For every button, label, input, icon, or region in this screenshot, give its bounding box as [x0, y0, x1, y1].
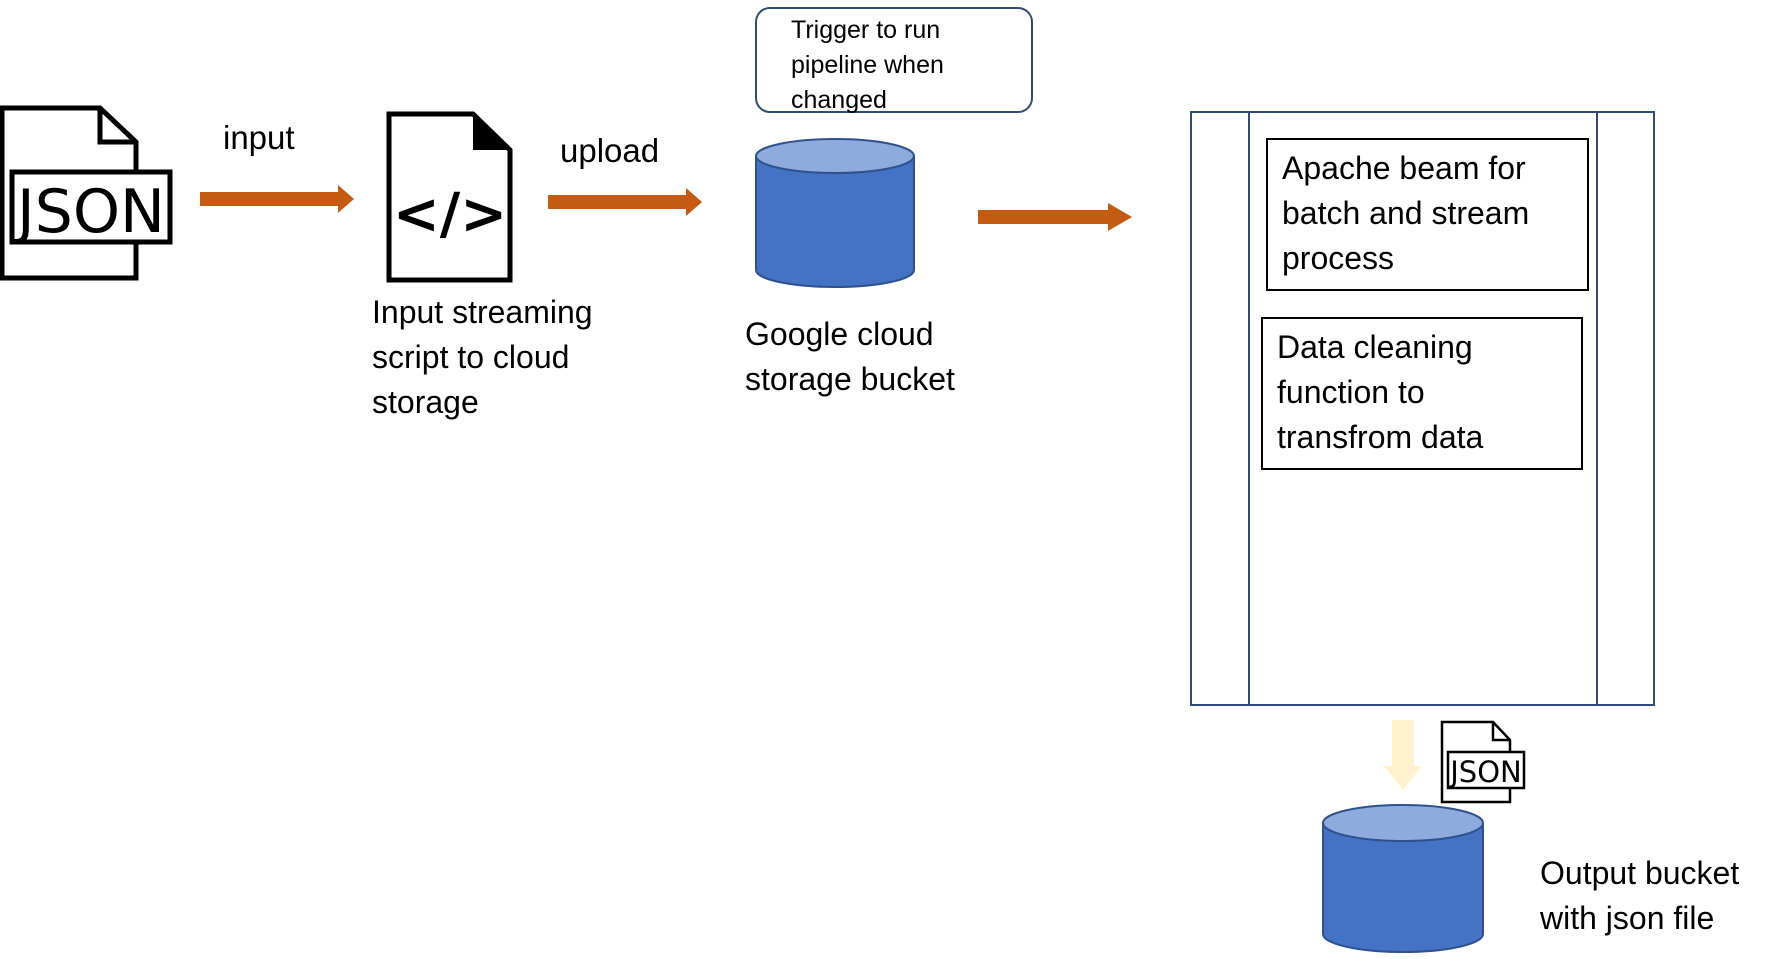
trigger-line: pipeline when: [791, 51, 944, 79]
caption-line: Output bucket: [1540, 855, 1740, 891]
box-line: Apache beam for: [1282, 150, 1526, 186]
box-line: process: [1282, 240, 1395, 276]
box-line: transfrom data: [1277, 419, 1484, 455]
output-down-arrow: [1384, 720, 1422, 790]
trigger-line: changed: [791, 86, 887, 114]
caption-line: Google cloud: [745, 316, 934, 352]
caption-line: storage bucket: [745, 361, 955, 397]
box-line: function to: [1277, 374, 1425, 410]
script-caption: Input streaming script to cloud storage: [372, 290, 593, 425]
caption-line: storage: [372, 384, 479, 420]
output-bucket-caption: Output bucket with json file: [1540, 851, 1739, 941]
pipeline-arrow: [978, 203, 1132, 231]
trigger-callout: Trigger to run pipeline when changed: [755, 7, 1033, 114]
caption-line: with json file: [1540, 900, 1715, 936]
caption-line: script to cloud: [372, 339, 570, 375]
input-arrow: [200, 185, 354, 213]
output-bucket-icon: [1322, 804, 1484, 953]
box-line: batch and stream: [1282, 195, 1530, 231]
trigger-line: Trigger to run: [791, 16, 941, 44]
json-output-icon-text: JSON: [1448, 755, 1521, 789]
upload-arrow: [548, 188, 702, 216]
bucket-caption: Google cloud storage bucket: [745, 312, 955, 402]
script-file-icon: </>: [386, 111, 513, 283]
pipeline-frame: [1190, 111, 1655, 706]
box-line: Data cleaning: [1277, 329, 1473, 365]
pipeline-inner-lane: [1248, 111, 1598, 706]
json-output-file-icon: JSON: [1440, 720, 1526, 804]
json-input-file-icon: JSON: [0, 105, 173, 281]
apache-beam-box: Apache beam for batch and stream process: [1266, 138, 1589, 291]
json-icon-text: JSON: [13, 177, 165, 247]
caption-line: Input streaming: [372, 294, 593, 330]
storage-bucket-icon: [755, 138, 915, 288]
code-icon-text: </>: [393, 182, 507, 247]
trigger-callout-text: Trigger to run pipeline when changed: [791, 13, 944, 118]
input-arrow-label: input: [223, 119, 295, 156]
data-cleaning-box: Data cleaning function to transfrom data: [1261, 317, 1583, 470]
upload-arrow-label: upload: [560, 132, 660, 169]
